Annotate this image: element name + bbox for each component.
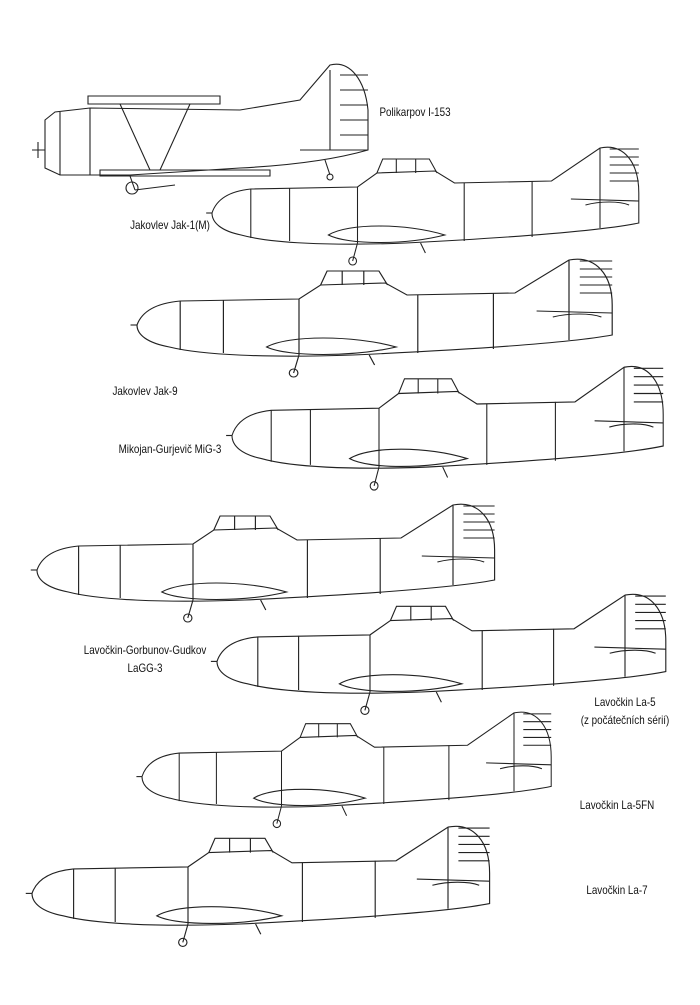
polikarpov-i153-drawing — [32, 63, 369, 195]
label-la5fn: Lavočkin La-5FN — [579, 798, 655, 812]
label-jak9: Jakovlev Jak-9 — [112, 384, 178, 398]
label-jak1m: Jakovlev Jak-1(M) — [130, 218, 210, 232]
label-mig3: Mikojan-Gurjevič MiG-3 — [118, 442, 222, 456]
label-la5-line1: Lavočkin La-5 — [594, 695, 656, 709]
label-lagg3-line1: Lavočkin-Gorbunov-Gudkov — [83, 643, 207, 657]
mig3-drawing — [225, 365, 664, 491]
jakovlev-jak9-drawing — [129, 258, 613, 378]
la5fn-drawing — [135, 711, 552, 829]
label-la5-line2: (z počátečních sérií) — [580, 713, 670, 727]
label-lagg3-line2: LaGG-3 — [127, 661, 163, 675]
label-la7: Lavočkin La-7 — [586, 883, 648, 897]
lagg3-drawing — [30, 503, 496, 623]
label-i153: Polikarpov I-153 — [379, 105, 451, 119]
la7-drawing — [25, 825, 491, 948]
